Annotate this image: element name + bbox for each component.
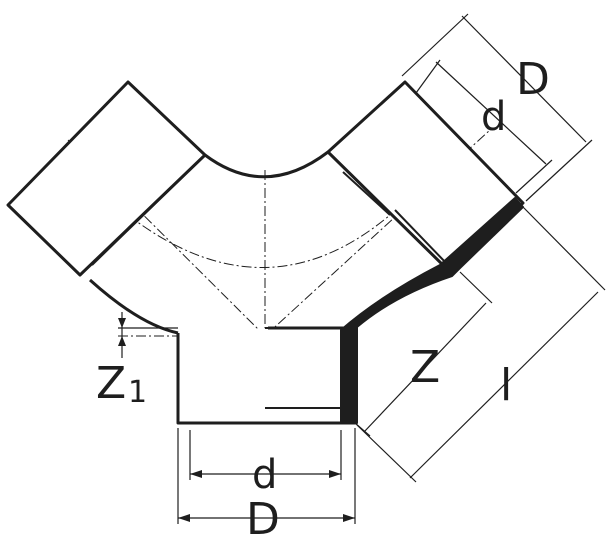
top-d-ext-right — [515, 159, 553, 194]
arrow-bottom-D-right — [343, 514, 355, 522]
top-D-ext-right — [525, 139, 593, 202]
label-Z1-main: Z — [96, 358, 126, 409]
fitting-body — [6, 80, 525, 425]
top-saddle — [204, 150, 329, 179]
l-dim — [409, 291, 599, 479]
right-inner-edge — [342, 171, 391, 216]
arrow-Z1-bottom — [118, 336, 126, 346]
l-ext-bottom — [356, 424, 417, 483]
left-outer-wall — [88, 278, 179, 335]
left-socket — [6, 80, 207, 277]
label-Z: Z — [410, 342, 440, 393]
top-D-ext-left — [401, 13, 469, 77]
label-top-D: D — [516, 54, 550, 105]
Z-ext-top — [459, 271, 493, 304]
section-wall — [340, 197, 524, 424]
bend-arc — [127, 214, 391, 268]
top-D-dim — [461, 15, 587, 143]
arrow-bottom-D-left — [178, 514, 190, 522]
arrowheads — [118, 318, 355, 522]
right-socket — [326, 80, 525, 272]
arrow-bottom-d-left — [190, 470, 202, 478]
right-wall-section — [340, 197, 524, 424]
label-bottom-D: D — [246, 494, 280, 542]
arrow-Z1-top — [118, 318, 126, 328]
l-ext-top — [522, 206, 606, 291]
label-l: l — [500, 360, 512, 411]
label-bottom-d: d — [252, 452, 277, 498]
arrow-bottom-d-right — [329, 470, 341, 478]
label-top-d: d — [481, 94, 506, 140]
right-socket-inner-line — [394, 209, 449, 266]
Z-dim — [363, 302, 487, 433]
left-socket-inner-line — [91, 159, 201, 266]
label-Z1-sub: 1 — [128, 375, 147, 410]
dimension-lines — [118, 13, 606, 524]
top-d-ext-left — [415, 59, 441, 94]
top-d-dim — [435, 61, 547, 165]
